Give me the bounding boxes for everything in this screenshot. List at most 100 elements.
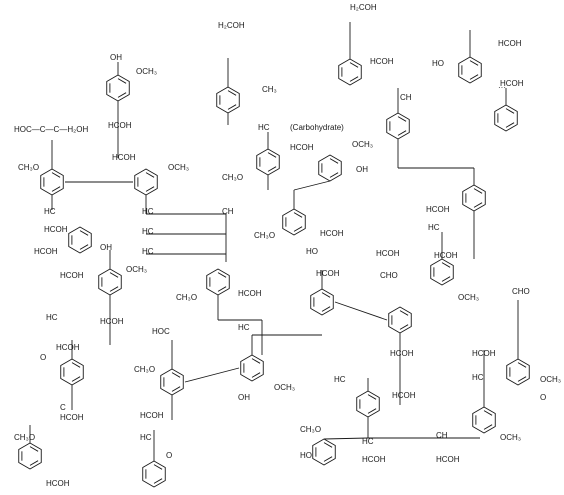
atom-label-62: HCOH — [60, 413, 84, 422]
atom-label-66: HC — [140, 433, 152, 442]
atom-label-37: HC — [428, 223, 440, 232]
benzene-ring-16 — [388, 306, 412, 334]
atom-label-9: CH₃ — [262, 85, 277, 94]
atom-label-17: CH — [400, 93, 412, 102]
atom-label-73: HCOH — [436, 455, 460, 464]
atom-label-51: HCOH — [392, 391, 416, 400]
atom-label-24: HCOH — [44, 225, 68, 234]
atom-label-31: HCOH — [320, 229, 344, 238]
atom-label-63: CH₃O — [14, 433, 35, 442]
atom-label-64: HCOH — [46, 479, 70, 488]
atom-label-3: HCOH — [498, 39, 522, 48]
benzene-ring-11 — [494, 104, 518, 132]
benzene-ring-21 — [312, 438, 336, 466]
atom-label-7: HCOH — [108, 121, 132, 130]
atom-label-50: HCOH — [390, 349, 414, 358]
atom-label-53: OH — [238, 393, 250, 402]
atom-label-30: CH₃O — [254, 231, 275, 240]
atom-label-47: CH₃O — [176, 293, 197, 302]
atom-label-42: OCH₃ — [126, 265, 147, 274]
atom-label-12: CH₃O — [222, 173, 243, 182]
benzene-ring-8 — [338, 58, 362, 86]
benzene-ring-17 — [430, 258, 454, 286]
benzene-ring-27 — [68, 226, 92, 254]
benzene-ring-25 — [18, 442, 42, 470]
benzene-ring-4 — [216, 86, 240, 114]
bond — [323, 437, 369, 440]
atom-label-18: HO — [432, 59, 444, 68]
bond — [293, 180, 331, 191]
atom-label-75: HC — [334, 375, 346, 384]
atom-label-39: OCH₃ — [458, 293, 479, 302]
atom-label-72: CH — [436, 431, 448, 440]
benzene-ring-1 — [106, 74, 130, 102]
atom-label-48: HCOH — [238, 289, 262, 298]
benzene-ring-18 — [160, 368, 184, 396]
atom-label-34: HCOH — [376, 249, 400, 258]
atom-label-35: CHO — [380, 271, 398, 280]
atom-label-29: HC — [142, 247, 154, 256]
atom-label-16: HCOH — [370, 57, 394, 66]
atom-label-4: OH — [110, 53, 122, 62]
atom-label-36: HCOH — [426, 205, 450, 214]
benzene-ring-26 — [142, 460, 166, 488]
benzene-ring-2 — [40, 168, 64, 196]
atom-label-60: O — [40, 353, 46, 362]
atom-label-10: HC — [258, 123, 270, 132]
benzene-ring-13 — [98, 268, 122, 296]
atom-label-59: HCOH — [56, 343, 80, 352]
atom-label-45: HCOH — [100, 317, 124, 326]
atom-label-20: ··· — [498, 83, 506, 92]
benzene-ring-10 — [458, 56, 482, 84]
bond — [184, 367, 240, 383]
atom-label-52: OCH₃ — [274, 383, 295, 392]
atom-label-33: HO — [306, 247, 318, 256]
atom-label-68: CH₃O — [300, 425, 321, 434]
benzene-ring-22 — [506, 358, 530, 386]
benzene-ring-6 — [282, 208, 306, 236]
benzene-ring-14 — [206, 268, 230, 296]
atom-label-5: OCH₃ — [136, 67, 157, 76]
benzene-ring-3 — [134, 168, 158, 196]
atom-label-43: HCOH — [60, 271, 84, 280]
atom-label-14: OCH₃ — [352, 140, 373, 149]
benzene-ring-12 — [462, 184, 486, 212]
atom-label-11: (Carbohydrate) — [290, 123, 344, 132]
atom-label-13: HCOH — [290, 143, 314, 152]
benzene-ring-20 — [356, 390, 380, 418]
atom-label-8: HCOH — [112, 153, 136, 162]
atom-label-49: HC — [238, 323, 250, 332]
atom-label-25: HCOH — [34, 247, 58, 256]
atom-label-65: HCOH — [140, 411, 164, 420]
atom-label-56: HC — [472, 373, 484, 382]
atom-label-23: HC — [44, 207, 56, 216]
atom-label-74: OCH₃ — [500, 433, 521, 442]
benzene-ring-24 — [60, 358, 84, 386]
atom-label-67: O — [166, 451, 172, 460]
benzene-ring-7 — [318, 154, 342, 182]
atom-label-41: OH — [100, 243, 112, 252]
benzene-ring-5 — [256, 148, 280, 176]
atom-label-21: CH₃O — [18, 163, 39, 172]
benzene-ring-9 — [386, 112, 410, 140]
bond — [334, 301, 388, 321]
benzene-ring-15 — [310, 288, 334, 316]
atom-label-2: H₂COH — [350, 3, 377, 12]
atom-label-28: HC — [142, 227, 154, 236]
atom-label-69: HO — [300, 451, 312, 460]
atom-label-58: O — [540, 393, 546, 402]
atom-label-19: HCOH — [500, 79, 524, 88]
atom-label-61: C — [60, 403, 66, 412]
atom-label-57: OCH₃ — [540, 375, 561, 384]
atom-label-44: HC — [46, 313, 58, 322]
atom-label-32: HCOH — [316, 269, 340, 278]
atom-label-71: HCOH — [362, 455, 386, 464]
atom-label-27: CH — [222, 207, 234, 216]
atom-label-38: HCOH — [434, 251, 458, 260]
atom-label-54: CH₃O — [134, 365, 155, 374]
atom-label-40: CHO — [512, 287, 530, 296]
atom-label-15: OH — [356, 165, 368, 174]
atom-label-55: HCOH — [472, 349, 496, 358]
